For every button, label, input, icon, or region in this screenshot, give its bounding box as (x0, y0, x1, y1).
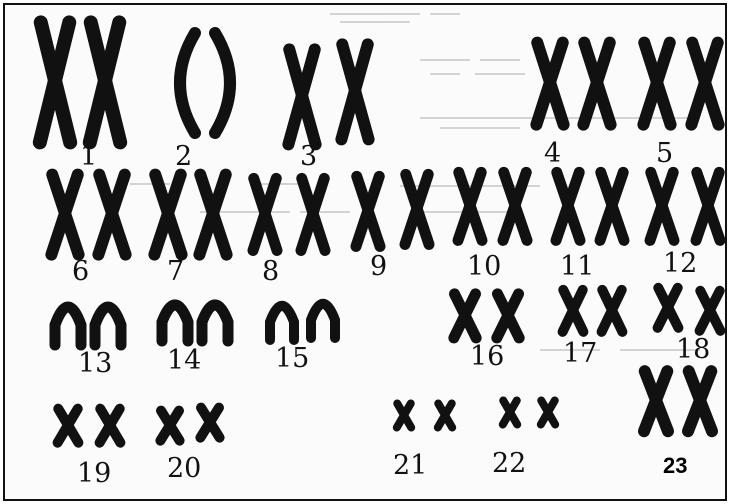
chromosome-20b (200, 408, 219, 438)
chromosome-3b (341, 44, 368, 139)
label-9: 9 (370, 253, 387, 280)
label-12: 12 (663, 250, 697, 277)
chromosome-14a (162, 305, 188, 341)
chromosome-5a (643, 43, 670, 125)
chromosome-11a (556, 172, 580, 240)
chromosome-8b (301, 178, 325, 250)
chromosome-14b (202, 305, 228, 341)
chromosome-18b (700, 291, 721, 331)
chromosome-22b (541, 400, 555, 424)
chromosome-20a (160, 411, 179, 441)
chromosome-9b (405, 174, 429, 244)
label-17: 17 (563, 340, 597, 367)
chromosome-8a (253, 178, 277, 250)
label-8: 8 (262, 258, 279, 285)
label-14: 14 (167, 347, 201, 374)
chromosome-21b (438, 403, 452, 427)
chromosome-7b (199, 175, 226, 255)
chromosome-19a (58, 409, 79, 443)
label-23: 23 (663, 455, 687, 477)
chromosome-1a (40, 22, 70, 142)
label-20: 20 (167, 455, 201, 482)
chromosome-15b (311, 304, 335, 338)
label-7: 7 (167, 258, 184, 285)
chromosome-18a (658, 288, 679, 328)
chromosome-23b (688, 371, 712, 431)
chromosome-4b (583, 43, 610, 125)
chromosome-3a (288, 49, 315, 144)
chromosome-12b (696, 172, 720, 240)
chromosome-13b (95, 307, 121, 345)
chromosome-10a (458, 172, 482, 240)
chromosome-17a (563, 290, 584, 332)
label-5: 5 (656, 140, 673, 167)
chromosome-6b (98, 175, 125, 255)
chromosome-9a (356, 176, 380, 246)
chromosome-16a (454, 294, 476, 338)
label-19: 19 (77, 460, 111, 487)
chromosome-10b (503, 172, 527, 240)
chromosome-15a (270, 306, 294, 340)
chromosome-7a (154, 175, 181, 255)
label-13: 13 (78, 350, 112, 377)
label-2: 2 (175, 143, 192, 170)
label-1: 1 (80, 143, 97, 170)
label-3: 3 (300, 143, 317, 170)
label-6: 6 (72, 258, 89, 285)
chromosome-5b (691, 43, 718, 125)
chromosome-22a (503, 400, 517, 424)
label-18: 18 (676, 336, 710, 363)
label-16: 16 (470, 343, 504, 370)
chromosome-17b (602, 290, 623, 332)
chromosome-16b (497, 294, 519, 338)
chromosome-2-pair (180, 33, 230, 133)
chromosome-19b (100, 409, 121, 443)
chromosome-11b (600, 172, 624, 240)
chromosome-1b (90, 22, 120, 142)
label-10: 10 (467, 253, 501, 280)
chromosome-12a (650, 172, 674, 240)
chromosome-6a (51, 175, 78, 255)
chromosome-13a (55, 307, 81, 345)
label-22: 22 (492, 450, 526, 477)
label-21: 21 (393, 452, 427, 479)
chromosome-4a (536, 43, 563, 125)
chromosome-23a (644, 371, 668, 431)
label-4: 4 (544, 140, 561, 167)
label-11: 11 (560, 253, 594, 280)
label-15: 15 (275, 345, 309, 372)
chromosome-21a (397, 403, 411, 427)
